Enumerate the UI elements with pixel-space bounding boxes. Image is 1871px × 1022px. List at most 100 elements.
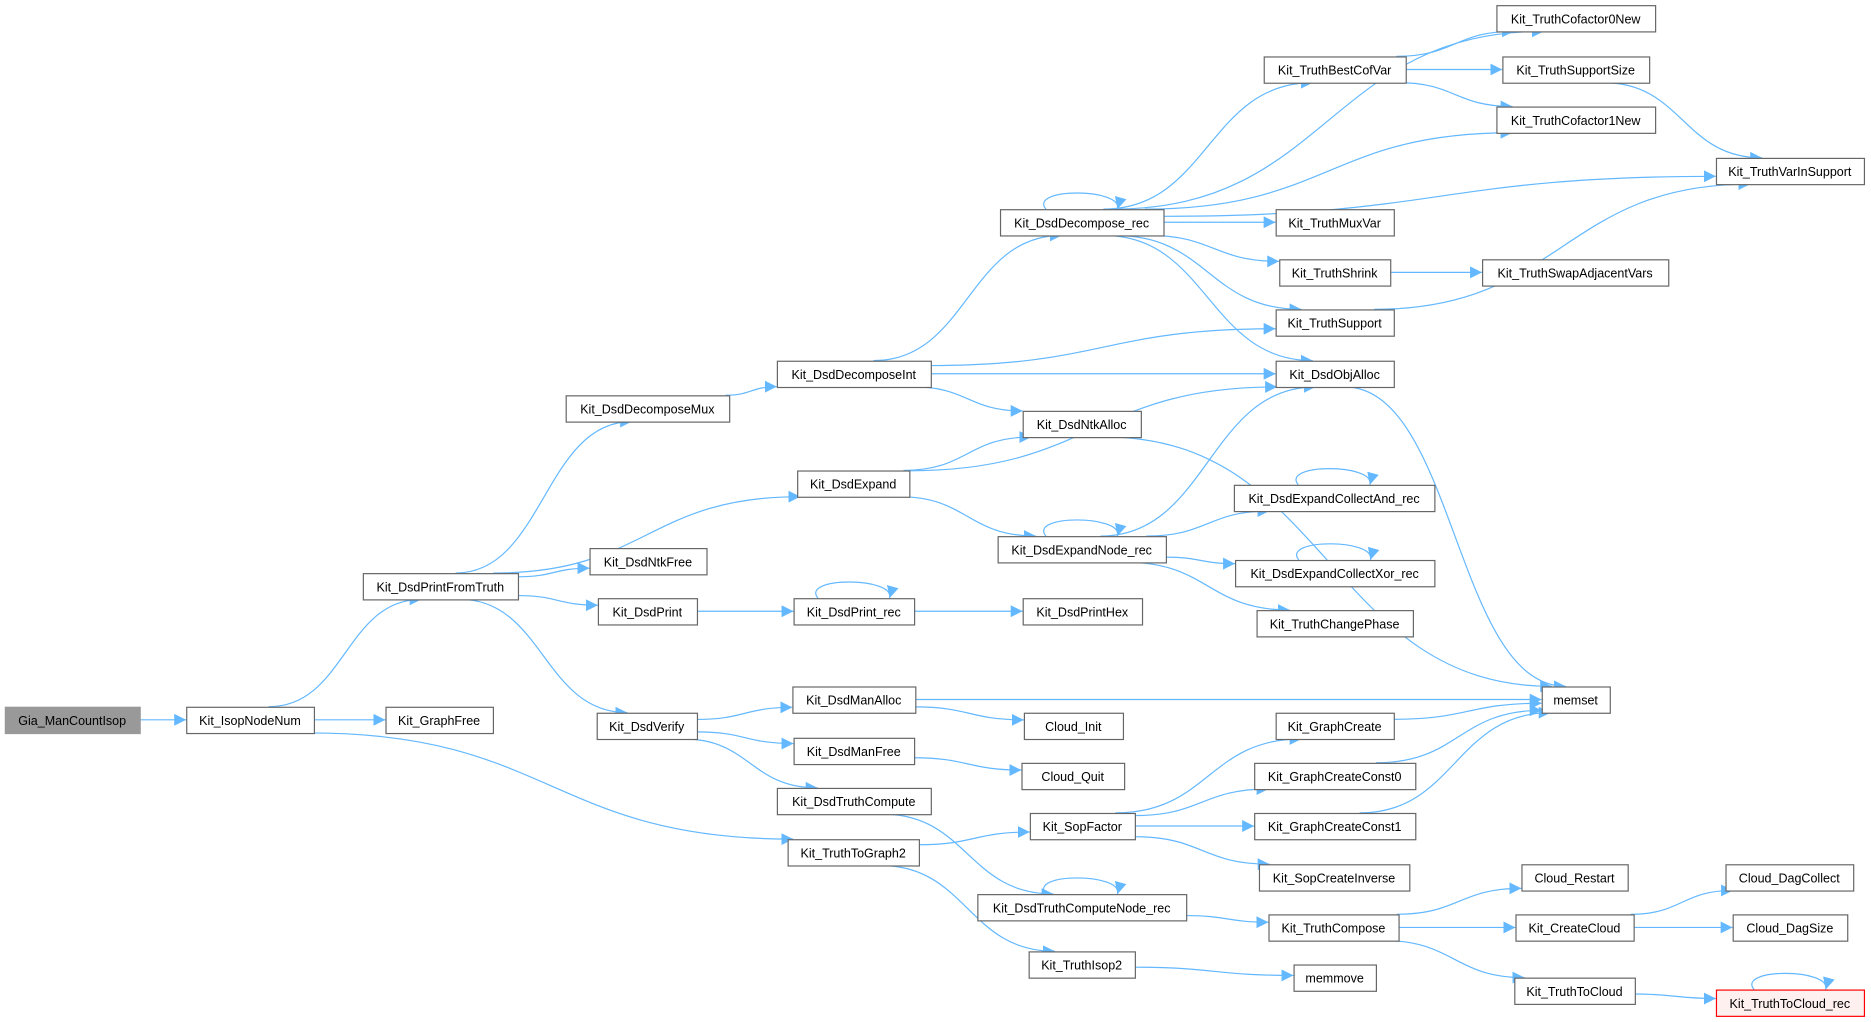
node-kit-truthtograph2[interactable]: Kit_TruthToGraph2 bbox=[787, 839, 920, 867]
node-kit-createcloud[interactable]: Kit_CreateCloud bbox=[1515, 914, 1635, 942]
node-kit-dsdntkfree[interactable]: Kit_DsdNtkFree bbox=[589, 547, 708, 576]
node-box bbox=[589, 547, 708, 576]
node-kit-truthvarinsupport[interactable]: Kit_TruthVarInSupport bbox=[1715, 157, 1866, 186]
node-kit-dsddecomposeint[interactable]: Kit_DsdDecomposeInt bbox=[776, 360, 932, 389]
node-kit-truthtocloud[interactable]: Kit_TruthToCloud bbox=[1514, 977, 1636, 1006]
node-label: Kit_DsdObjAlloc bbox=[1289, 368, 1379, 382]
call-edge bbox=[1376, 704, 1542, 764]
node-memset[interactable]: memset bbox=[1541, 686, 1611, 714]
node-kit-truthsupport[interactable]: Kit_TruthSupport bbox=[1275, 309, 1395, 337]
node-box bbox=[1715, 989, 1866, 1017]
node-kit-dsdprint[interactable]: Kit_DsdPrint bbox=[597, 598, 699, 626]
node-kit-truthsupportsize[interactable]: Kit_TruthSupportSize bbox=[1502, 56, 1651, 84]
node-kit-dsdverify[interactable]: Kit_DsdVerify bbox=[596, 712, 699, 741]
node-kit-graphcreateconst0[interactable]: Kit_GraphCreateConst0 bbox=[1254, 762, 1417, 791]
node-cloud-init[interactable]: Cloud_Init bbox=[1023, 712, 1125, 741]
node-box bbox=[1496, 5, 1657, 33]
node-box bbox=[1258, 864, 1411, 892]
call-edge bbox=[918, 826, 1030, 846]
call-edge bbox=[1126, 561, 1290, 616]
node-label: Kit_GraphCreateConst0 bbox=[1268, 770, 1402, 784]
node-label: Kit_DsdPrintHex bbox=[1036, 605, 1129, 619]
node-kit-dsdobjalloc[interactable]: Kit_DsdObjAlloc bbox=[1275, 360, 1395, 389]
node-box bbox=[797, 470, 911, 498]
call-edge bbox=[1115, 732, 1302, 814]
node-kit-truthcofactor0new[interactable]: Kit_TruthCofactor0New bbox=[1496, 5, 1657, 33]
node-cloud-restart[interactable]: Cloud_Restart bbox=[1521, 864, 1629, 892]
call-edge bbox=[1113, 25, 1544, 210]
node-kit-truthswapadjacentvars[interactable]: Kit_TruthSwapAdjacentVars bbox=[1482, 259, 1670, 287]
node-kit-dsdmanfree[interactable]: Kit_DsdManFree bbox=[793, 737, 916, 766]
edges-layer bbox=[139, 25, 1835, 1005]
node-box bbox=[1275, 309, 1395, 337]
node-box bbox=[787, 839, 920, 867]
node-kit-truthtocloud-rec[interactable]: Kit_TruthToCloud_rec bbox=[1715, 989, 1866, 1017]
call-edge bbox=[1144, 126, 1513, 210]
node-box bbox=[776, 360, 932, 389]
call-edge bbox=[696, 701, 793, 721]
node-kit-dsddecompose-rec[interactable]: Kit_DsdDecompose_rec bbox=[999, 209, 1165, 237]
node-kit-dsdmanalloc[interactable]: Kit_DsdManAlloc bbox=[792, 686, 917, 714]
call-edge bbox=[1103, 76, 1313, 210]
node-cloud-dagcollect[interactable]: Cloud_DagCollect bbox=[1725, 864, 1855, 892]
node-kit-dsdtruthcomputenode-rec[interactable]: Kit_DsdTruthComputeNode_rec bbox=[977, 894, 1188, 922]
node-kit-dsdprintfromtruth[interactable]: Kit_DsdPrintFromTruth bbox=[362, 573, 520, 601]
node-label: Kit_DsdExpandCollectAnd_rec bbox=[1248, 492, 1419, 506]
node-label: Kit_GraphCreateConst1 bbox=[1268, 820, 1402, 834]
node-kit-graphcreate[interactable]: Kit_GraphCreate bbox=[1275, 712, 1395, 741]
call-edge bbox=[682, 738, 818, 794]
node-box bbox=[1256, 610, 1414, 638]
node-kit-dsdexpandcollectxor-rec[interactable]: Kit_DsdExpandCollectXor_rec bbox=[1235, 559, 1436, 588]
node-label: Cloud_Quit bbox=[1041, 770, 1104, 784]
call-edge bbox=[1603, 82, 1763, 164]
node-kit-sopfactor[interactable]: Kit_SopFactor bbox=[1029, 812, 1136, 841]
node-box bbox=[1275, 209, 1395, 237]
node-label: Kit_TruthSupportSize bbox=[1516, 64, 1635, 78]
node-kit-graphfree[interactable]: Kit_GraphFree bbox=[385, 706, 495, 735]
node-kit-truthisop2[interactable]: Kit_TruthIsop2 bbox=[1028, 951, 1136, 979]
node-box bbox=[977, 894, 1188, 922]
node-kit-graphcreateconst1[interactable]: Kit_GraphCreateConst1 bbox=[1254, 812, 1417, 841]
node-label: Kit_TruthMuxVar bbox=[1288, 216, 1381, 230]
call-edge bbox=[1134, 783, 1269, 817]
call-edge bbox=[898, 496, 1036, 543]
node-box bbox=[1254, 812, 1417, 841]
node-kit-dsdexpandnode-rec[interactable]: Kit_DsdExpandNode_rec bbox=[997, 536, 1167, 564]
node-box bbox=[1515, 914, 1635, 942]
node-kit-isopnodenum[interactable]: Kit_IsopNodeNum bbox=[186, 706, 316, 735]
node-kit-dsddecomposemux[interactable]: Kit_DsdDecomposeMux bbox=[565, 395, 731, 423]
node-kit-truthshrink[interactable]: Kit_TruthShrink bbox=[1279, 259, 1392, 287]
node-box bbox=[1023, 712, 1125, 741]
node-kit-dsdtruthcompute[interactable]: Kit_DsdTruthCompute bbox=[776, 787, 932, 816]
node-label: Kit_TruthSupport bbox=[1288, 317, 1383, 331]
node-box bbox=[385, 706, 495, 735]
node-kit-dsdprinthex[interactable]: Kit_DsdPrintHex bbox=[1022, 598, 1144, 626]
node-kit-dsdexpandcollectand-rec[interactable]: Kit_DsdExpandCollectAnd_rec bbox=[1233, 484, 1436, 513]
node-kit-truthchangephase[interactable]: Kit_TruthChangePhase bbox=[1256, 610, 1414, 638]
node-label: Kit_DsdPrintFromTruth bbox=[377, 580, 505, 594]
node-box bbox=[362, 573, 520, 601]
node-kit-dsdntkalloc[interactable]: Kit_DsdNtkAlloc bbox=[1022, 410, 1142, 439]
node-kit-truthmuxvar[interactable]: Kit_TruthMuxVar bbox=[1275, 209, 1395, 237]
node-kit-dsdexpand[interactable]: Kit_DsdExpand bbox=[797, 470, 911, 498]
node-box bbox=[1235, 559, 1436, 588]
call-edge bbox=[1134, 966, 1294, 982]
call-edge bbox=[459, 598, 628, 719]
call-edge bbox=[268, 593, 422, 708]
node-label: Kit_TruthToGraph2 bbox=[801, 846, 906, 860]
node-label: Kit_TruthCofactor1New bbox=[1511, 114, 1642, 128]
node-kit-truthbestcofvar[interactable]: Kit_TruthBestCofVar bbox=[1263, 56, 1407, 84]
node-label: Kit_DsdDecompose_rec bbox=[1014, 216, 1149, 230]
node-kit-truthcompose[interactable]: Kit_TruthCompose bbox=[1268, 914, 1400, 942]
node-cloud-dagsize[interactable]: Cloud_DagSize bbox=[1732, 914, 1849, 942]
call-edge bbox=[1100, 380, 1316, 537]
node-kit-dsdprint-rec[interactable]: Kit_DsdPrint_rec bbox=[793, 598, 916, 626]
node-label: memmove bbox=[1305, 972, 1363, 986]
node-box bbox=[1275, 712, 1395, 741]
node-kit-truthcofactor1new[interactable]: Kit_TruthCofactor1New bbox=[1496, 106, 1657, 134]
node-kit-sopcreateinverse[interactable]: Kit_SopCreateInverse bbox=[1258, 864, 1411, 892]
call-edge bbox=[1103, 234, 1313, 367]
node-memmove[interactable]: memmove bbox=[1293, 964, 1377, 992]
node-label: Kit_TruthBestCofVar bbox=[1278, 64, 1391, 78]
node-cloud-quit[interactable]: Cloud_Quit bbox=[1021, 762, 1126, 791]
